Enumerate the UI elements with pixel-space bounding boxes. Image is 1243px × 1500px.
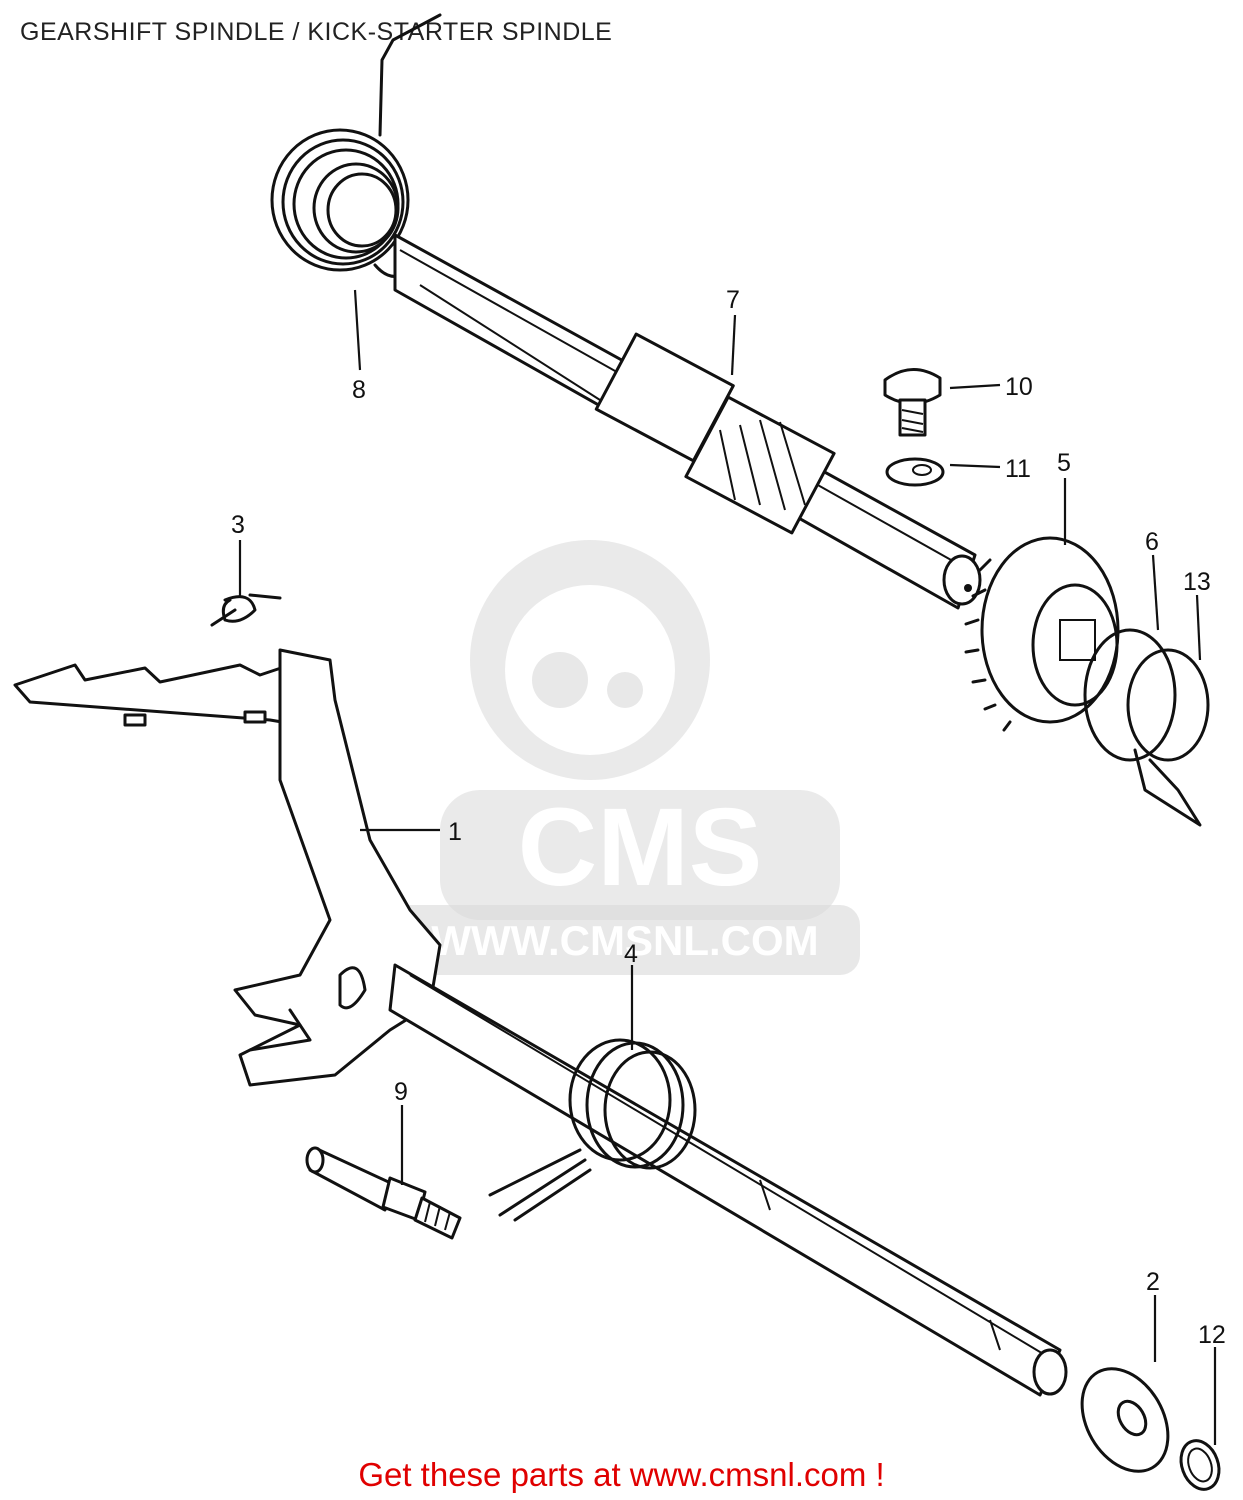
callout-8: 8 bbox=[352, 376, 366, 404]
callout-9: 9 bbox=[394, 1078, 408, 1106]
kick-starter-spindle bbox=[393, 233, 982, 610]
callout-3: 3 bbox=[231, 511, 245, 539]
callout-1: 1 bbox=[448, 818, 462, 846]
return-spring bbox=[488, 1038, 697, 1222]
callout-5: 5 bbox=[1057, 449, 1071, 477]
callout-2: 2 bbox=[1146, 1268, 1160, 1296]
watermark: CMS WWW.CMSNL.COM bbox=[385, 540, 860, 975]
gearshift-spindle-arm bbox=[13, 648, 442, 1087]
spring-clip bbox=[1126, 648, 1210, 827]
footer-link[interactable]: Get these parts at www.cmsnl.com ! bbox=[358, 1456, 885, 1493]
callout-7: 7 bbox=[726, 286, 740, 314]
callout-labels: 1 2 3 4 5 6 7 8 9 10 11 12 13 bbox=[231, 286, 1226, 1349]
washer bbox=[1080, 1367, 1170, 1473]
kick-starter-gear bbox=[964, 536, 1120, 732]
watermark-brand: CMS bbox=[518, 786, 762, 909]
ratchet-spring bbox=[1083, 628, 1177, 762]
watermark-url: WWW.CMSNL.COM bbox=[431, 917, 818, 964]
callout-12: 12 bbox=[1198, 1321, 1226, 1349]
callout-6: 6 bbox=[1145, 528, 1159, 556]
spring-pin bbox=[305, 1146, 462, 1240]
callout-10: 10 bbox=[1005, 373, 1033, 401]
callout-11: 11 bbox=[1005, 455, 1031, 483]
callout-4: 4 bbox=[624, 940, 638, 968]
lock-washer bbox=[885, 457, 945, 487]
gearshift-spindle-shaft bbox=[388, 963, 1068, 1397]
callout-13: 13 bbox=[1183, 568, 1211, 596]
leader-lines bbox=[238, 289, 1217, 1445]
small-spring bbox=[210, 593, 282, 627]
bolt bbox=[883, 368, 942, 437]
kick-starter-spring bbox=[270, 13, 442, 278]
diagram-title: GEARSHIFT SPINDLE / KICK-STARTER SPINDLE bbox=[20, 18, 613, 46]
circlip bbox=[1179, 1439, 1221, 1491]
